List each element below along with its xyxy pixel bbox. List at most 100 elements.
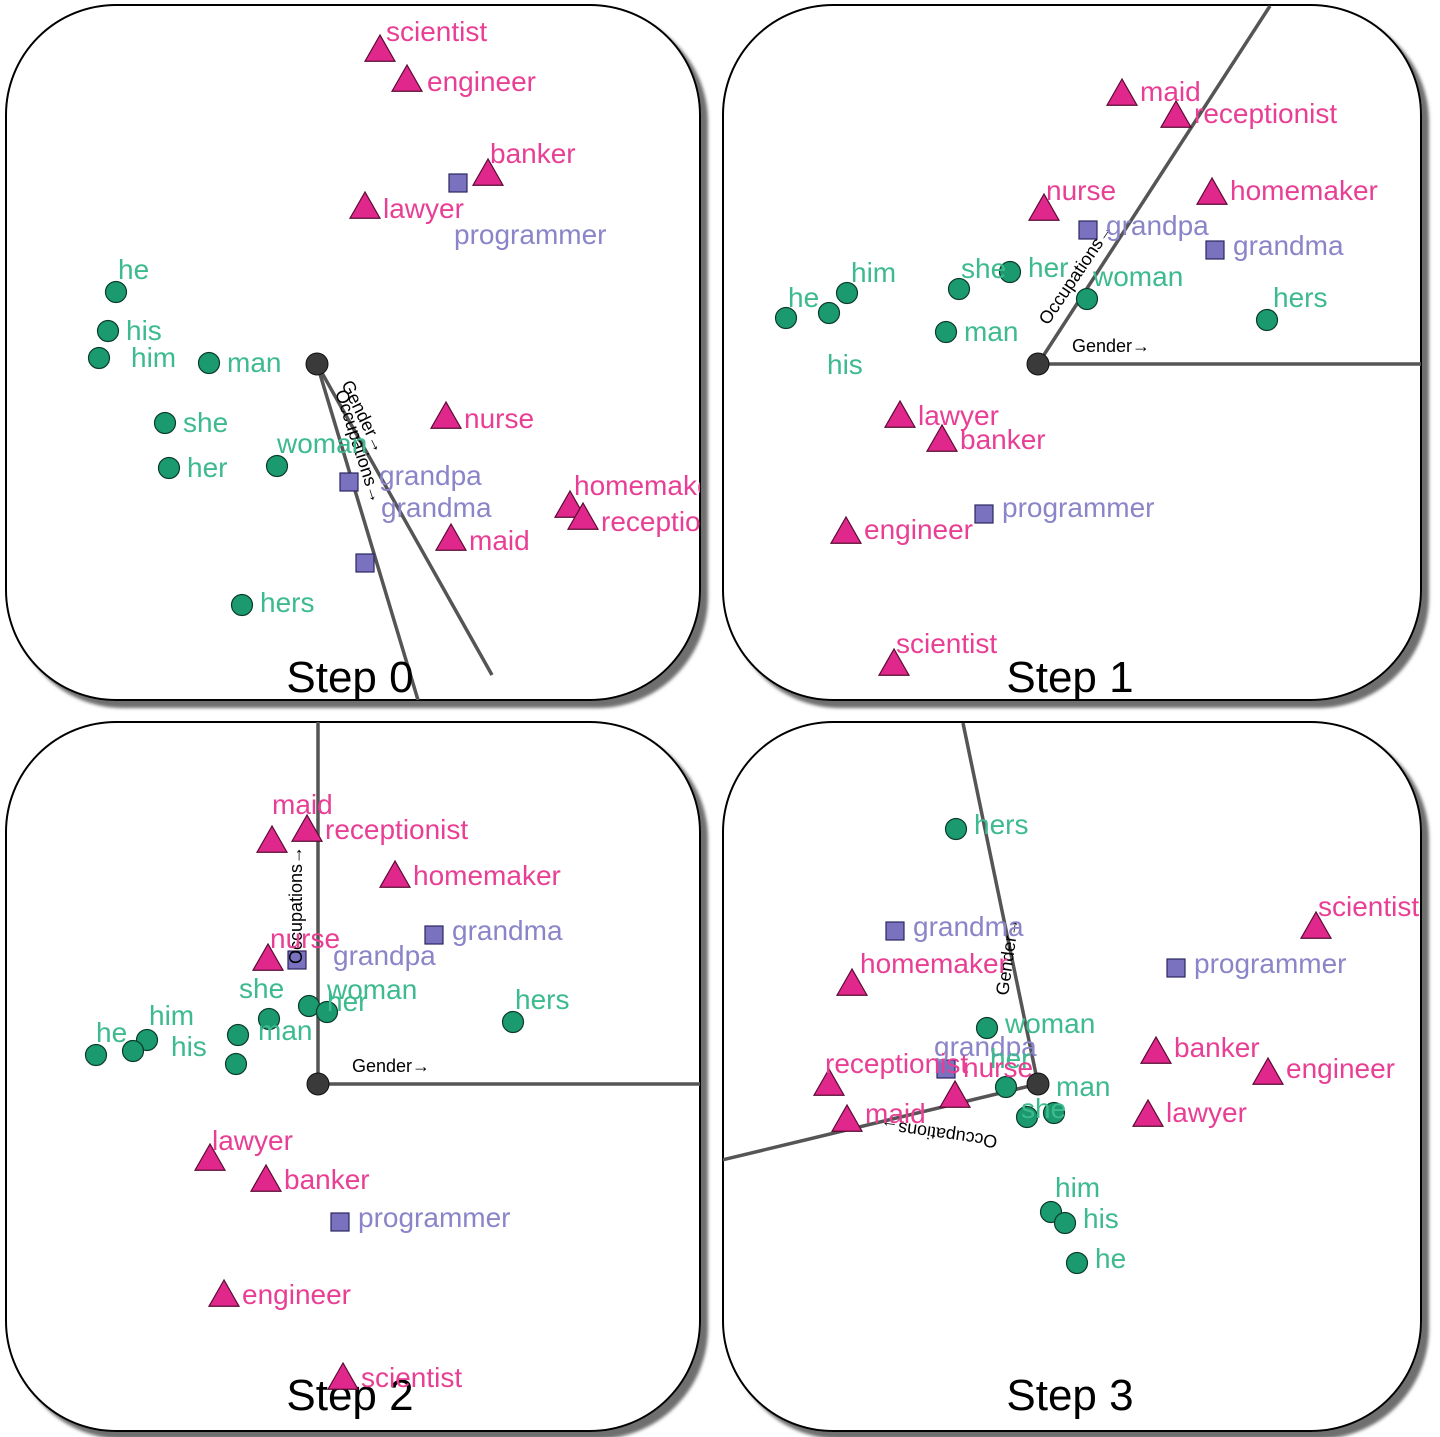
banker-triangle-marker	[249, 1163, 283, 1192]
word-label-grandpa: grandpa	[934, 1031, 1037, 1062]
word-label-scientist: scientist	[1318, 891, 1419, 922]
receptionist-triangle-marker	[1159, 99, 1193, 128]
word-label-him: him	[131, 342, 176, 373]
word-label-banker: banker	[1174, 1032, 1260, 1063]
word-label-grandpa: grandpa	[379, 460, 482, 491]
panel-frame	[5, 4, 701, 701]
word-label-programmer: programmer	[454, 219, 606, 250]
word-label-she: she	[961, 253, 1006, 284]
man-circle-marker	[226, 1023, 250, 1047]
word-label-woman: woman	[1004, 1008, 1095, 1039]
nurse-triangle-marker	[1027, 192, 1061, 221]
grandpa-square-marker	[1078, 220, 1098, 240]
word-label-engineer: engineer	[427, 66, 536, 97]
origin-point	[305, 352, 329, 376]
grandpa-square-marker	[936, 1059, 956, 1079]
hers-circle-marker	[944, 817, 968, 841]
homemaker-triangle-marker	[835, 967, 869, 996]
lawyer-triangle-marker	[1131, 1098, 1165, 1127]
banker-triangle-marker	[925, 423, 959, 452]
word-label-nurse: nurse	[464, 403, 534, 434]
word-label-programmer: programmer	[1002, 492, 1154, 523]
word-label-him: him	[1055, 1172, 1100, 1203]
his-circle-marker	[1053, 1211, 1077, 1235]
word-label-his: his	[171, 1031, 207, 1062]
word-label-nurse: nurse	[1046, 175, 1116, 206]
word-label-woman: woman	[1092, 261, 1183, 292]
word-label-lawyer: lawyer	[383, 193, 464, 224]
programmer-square-marker	[1166, 958, 1186, 978]
banker-triangle-marker	[471, 157, 505, 186]
his-circle-marker	[121, 1039, 145, 1063]
word-label-maid: maid	[469, 525, 530, 556]
word-label-hers: hers	[260, 587, 314, 618]
word-label-she: she	[183, 407, 228, 438]
hers-circle-marker	[501, 1010, 525, 1034]
origin-point	[1026, 1072, 1050, 1096]
scientist-triangle-marker	[877, 647, 911, 676]
word-label-homemaker: homemaker	[860, 948, 1008, 979]
word-label-grandma: grandma	[452, 915, 563, 946]
step-label: Step 3	[1006, 1371, 1133, 1420]
his-circle-marker	[96, 319, 120, 343]
word-label-homemaker: homemaker	[574, 470, 722, 501]
gender-axis-label: Gender→	[1072, 336, 1150, 356]
her-circle-marker	[994, 1075, 1018, 1099]
homemaker-triangle-marker	[378, 859, 412, 888]
he-circle-marker	[84, 1043, 108, 1067]
hers-circle-marker	[1255, 308, 1279, 332]
grandpa-square-marker	[339, 472, 359, 492]
nurse-triangle-marker	[938, 1079, 972, 1108]
grandma-square-marker	[424, 925, 444, 945]
word-label-receptionist: receptionist	[601, 506, 744, 537]
word-label-scientist: scientist	[361, 1362, 462, 1393]
lawyer-triangle-marker	[348, 190, 382, 219]
word-label-nurse: nurse	[963, 1052, 1033, 1083]
word-label-engineer: engineer	[1286, 1053, 1395, 1084]
word-label-lawyer: lawyer	[918, 400, 999, 431]
word-label-homemaker: homemaker	[1230, 175, 1378, 206]
word-label-grandma: grandma	[913, 911, 1024, 942]
homemaker-triangle-marker	[1195, 176, 1229, 205]
programmer-square-marker	[330, 1212, 350, 1232]
nurse-triangle-marker	[251, 942, 285, 971]
engineer-triangle-marker	[390, 63, 424, 92]
word-label-engineer: engineer	[864, 514, 973, 545]
gender-axis-line	[315, 363, 494, 676]
she-circle-marker	[257, 1007, 281, 1031]
word-label-her: her	[327, 986, 367, 1017]
programmer-square-marker	[974, 504, 994, 524]
origin-point	[306, 1072, 330, 1096]
word-label-she: she	[239, 973, 284, 1004]
occupations-axis-line	[1036, 5, 1272, 365]
word-label-receptionist: receptionist	[825, 1048, 968, 1079]
word-label-banker: banker	[284, 1164, 370, 1195]
word-label-grandma: grandma	[1233, 230, 1344, 261]
hers-circle-marker	[230, 593, 254, 617]
panel-step-3: Step 3Gender→Occupations→hersgrandmahome…	[722, 721, 1422, 1432]
panel-frame	[5, 721, 701, 1432]
origin-point	[1026, 352, 1050, 376]
grandma-square-marker	[1205, 240, 1225, 260]
word-label-receptionist: receptionist	[1194, 98, 1337, 129]
grandma-square-marker	[355, 553, 375, 573]
her-circle-marker	[998, 260, 1022, 284]
she-circle-marker	[947, 277, 971, 301]
maid-triangle-marker	[255, 824, 289, 853]
scientist-triangle-marker	[1299, 910, 1333, 939]
maid-triangle-marker	[434, 522, 468, 551]
word-label-scientist: scientist	[896, 628, 997, 659]
scientist-triangle-marker	[363, 33, 397, 62]
word-label-nurse: nurse	[270, 923, 340, 954]
occupations-axis-line	[315, 363, 420, 700]
word-label-man: man	[258, 1015, 312, 1046]
word-label-man: man	[1056, 1071, 1110, 1102]
her-circle-marker	[157, 456, 181, 480]
banker-triangle-marker	[1139, 1035, 1173, 1064]
word-label-grandpa: grandpa	[333, 940, 436, 971]
panel-frame	[722, 721, 1422, 1432]
panel-step-2: Step 2Gender→Occupations→maidreceptionis…	[5, 721, 701, 1432]
man-circle-marker	[197, 351, 221, 375]
he-circle-marker	[104, 280, 128, 304]
panel-frame	[722, 4, 1422, 701]
